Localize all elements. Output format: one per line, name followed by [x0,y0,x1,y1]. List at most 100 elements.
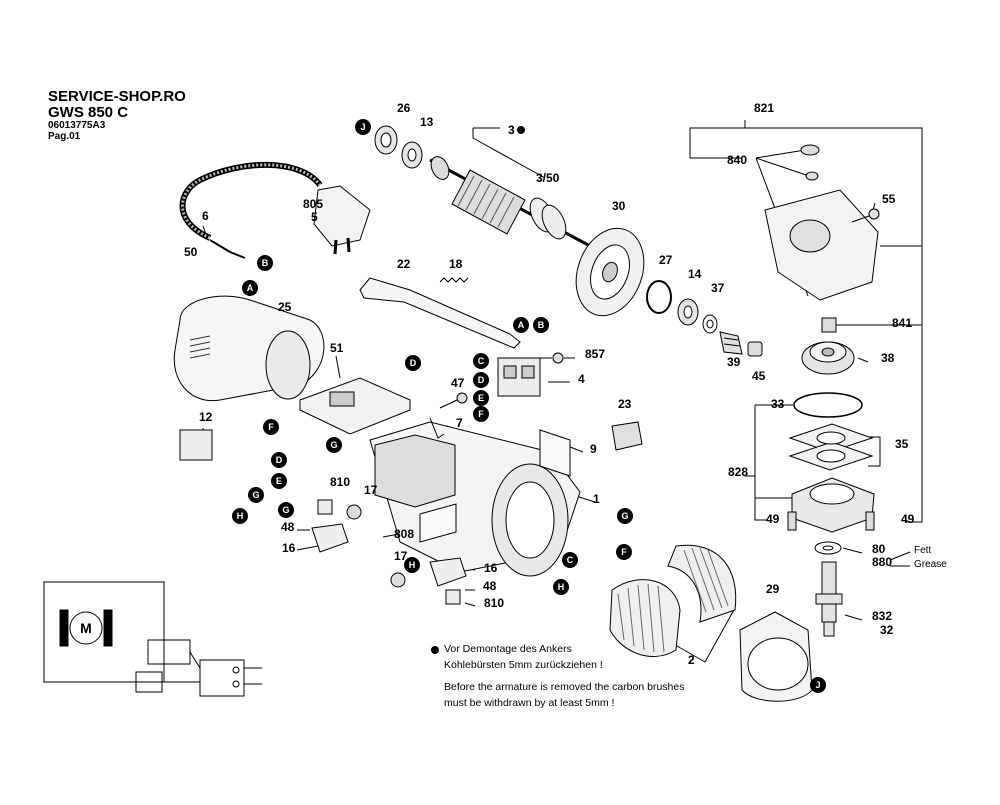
connector-badge [355,119,371,135]
part-label-37: 37 [711,281,725,295]
part-label-810b: 810 [484,596,504,610]
connector-letter: B [538,320,545,330]
fan [575,227,645,317]
part-label-4: 4 [578,372,585,386]
connector-letter: G [330,440,337,450]
part-3-bullet [517,126,525,134]
bearing-flange-828 [791,477,875,533]
armature [429,156,591,248]
brush-holder-left [311,499,362,553]
part-label-16b: 16 [484,561,498,575]
connector-letter: D [410,358,417,368]
brush-holder-right [390,557,467,605]
part-label-29: 29 [766,582,780,596]
page-number: Pag.01 [48,131,81,142]
spindle-832 [815,561,843,637]
connector-G-brush: G [278,502,294,518]
wiring-schematic [43,581,262,697]
part-label-17a: 17 [364,483,378,497]
connector-A-plug: A [242,280,258,296]
connector-badge [232,508,248,524]
connector-letter: C [478,356,485,366]
connector-letter: E [478,393,484,403]
note-de-line1: Vor Demontage des Ankers [444,643,572,655]
connector-J-top: J [355,119,371,135]
connector-letter: B [262,258,269,268]
washer-80 [814,541,842,555]
part-label-48a: 48 [281,520,295,534]
part-label-3: 3 [508,123,515,137]
part-label-6: 6 [202,209,209,223]
part-label-18: 18 [449,257,463,271]
connector-letter: H [558,582,565,592]
part-label-1: 1 [593,492,600,506]
connector-letter: G [252,490,259,500]
model-title: GWS 850 C [48,104,129,121]
connector-G-field: G [617,508,633,524]
part-label-12: 12 [199,410,213,424]
connector-F-switch: F [473,406,489,422]
washer-37 [702,314,718,334]
part-label-35: 35 [895,437,909,451]
part-label-810a: 810 [330,475,350,489]
connector-badge [326,437,342,453]
connector-F-field: F [616,544,632,560]
screw-47 [439,392,468,409]
part-label-23: 23 [618,397,632,411]
part-label-51: 51 [330,341,344,355]
electronics-12 [179,429,213,461]
part-label-32: 32 [880,623,894,637]
part-label-5: 5 [311,210,318,224]
connector-badge [473,406,489,422]
part-label-25: 25 [278,300,292,314]
nut-45 [747,341,763,357]
part-label-880: 880 [872,555,892,569]
connector-J-bottom: J [810,677,826,693]
bearing-14 [677,298,699,326]
ring-27 [646,280,672,314]
part-label-49a: 49 [766,512,780,526]
part-label-30: 30 [612,199,626,213]
part-label-17b: 17 [394,549,408,563]
connector-letter: A [247,283,254,293]
gear-head-housing [764,189,879,301]
connector-H-brush: H [404,557,420,573]
connector-letter: F [268,422,274,432]
connector-H-field: H [553,579,569,595]
part-label-39: 39 [727,355,741,369]
connector-C-switch: C [473,353,489,369]
part-label-48b: 48 [483,579,497,593]
cap-840 [800,144,820,181]
slider-22 [359,277,521,349]
connector-letter: D [276,455,283,465]
connector-badge [616,544,632,560]
bearing-841 [821,317,837,333]
cover-9 [539,429,571,477]
part-label-857: 857 [585,347,605,361]
grease-leader [889,551,911,561]
motor-symbol: M [80,620,92,636]
field-coil-upper [667,544,737,623]
connector-letter: D [478,375,485,385]
screw-857 [540,352,564,364]
part-label-45: 45 [752,369,766,383]
part-label-14: 14 [688,267,702,281]
motor-housing-25 [173,295,325,402]
bevel-gear-38 [801,341,855,375]
bearing-13 [401,141,423,169]
shop-title: SERVICE-SHOP.RO [48,88,186,105]
plug [313,185,371,255]
module-51 [298,377,412,435]
grease-de: Fett [914,545,932,556]
note-en-line2: must be withdrawn by at least 5mm ! [444,697,615,709]
connector-letter: E [276,476,282,486]
connector-badge [810,677,826,693]
connector-badge [257,255,273,271]
connector-letter: F [478,409,484,419]
plate-808 [419,503,457,543]
guard-29 [739,611,813,702]
connector-B-switch: B [533,317,549,333]
connector-badge [553,579,569,595]
